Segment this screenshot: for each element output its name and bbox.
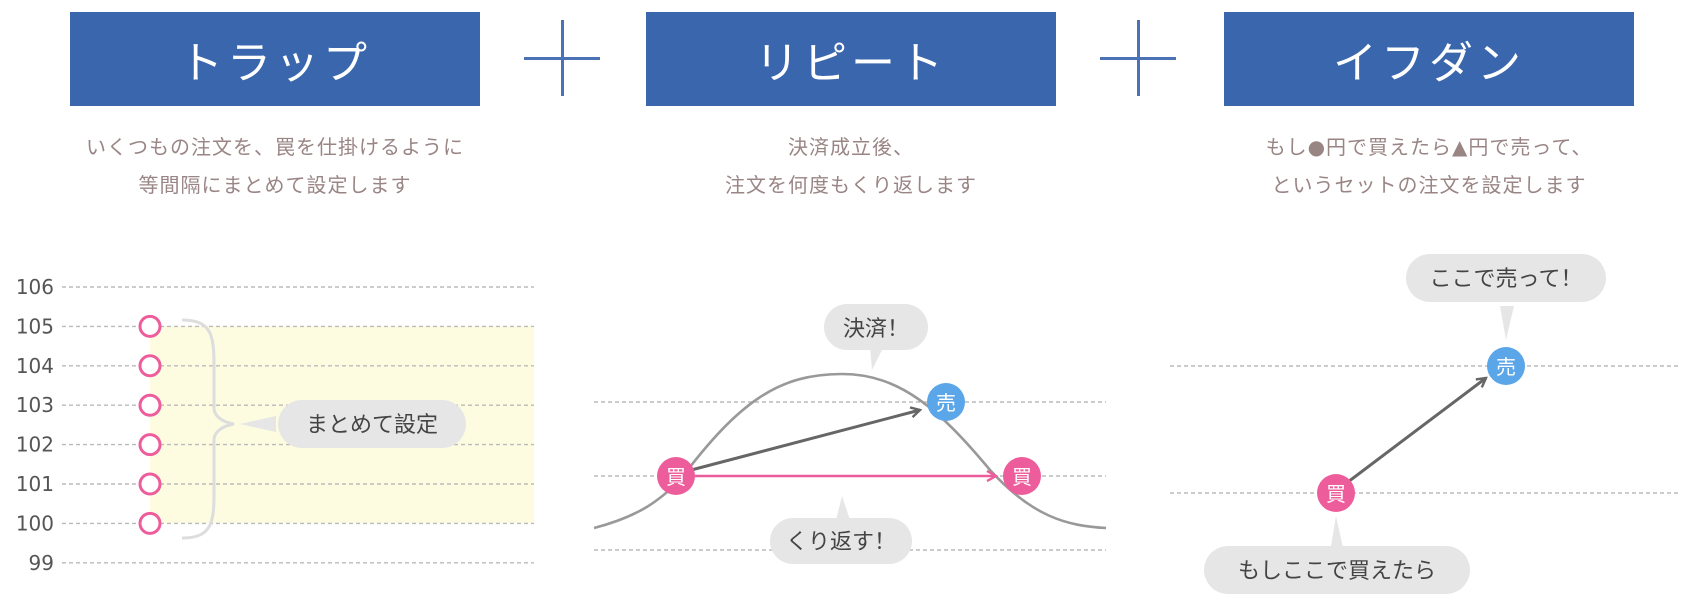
trap-order-marker [138,472,162,496]
repeat-desc-line-1: 決済成立後、 [788,135,914,159]
repeat-price-curve [593,372,1107,530]
panel-ifdone: イフダン もし●円で買えたら▲円で売って、 というセットの注文を設定します ここ… [1160,0,1694,610]
trap-desc-line-1: いくつもの注文を、罠を仕掛けるように [86,135,464,159]
trap-brace [181,318,235,540]
repeat-buy-marker-left: 買 [657,457,695,495]
trap-callout: まとめて設定 [240,400,466,448]
ifdone-sell-callout: ここで売って！ [1406,254,1606,340]
plus-icon [524,20,600,96]
repeat-repeat-text: くり返す！ [786,530,896,555]
plus-icon [1100,20,1176,96]
trap-desc-line-2: 等間隔にまとめて設定します [138,173,412,197]
repeat-desc-line-2: 注文を何度もくり返します [725,173,977,197]
trap-description: いくつもの注文を、罠を仕掛けるように 等間隔にまとめて設定します [40,128,510,204]
trap-order-marker [138,314,162,338]
repeat-description: 決済成立後、 注文を何度もくり返します [616,128,1086,204]
repeat-settle-callout: 決済！ [824,304,928,370]
ifdone-desc-line-2: というセットの注文を設定します [1271,173,1587,197]
trap-diagram: 106 105 104 103 102 101 100 99 まとめて設定 [16,275,534,575]
ifdone-title-banner: イフダン [1224,12,1634,106]
trap-title-banner: トラップ [70,12,480,106]
ifdone-sell-marker: 売 [1487,347,1525,385]
ifdone-desc-line-1: もし●円で買えたら▲円で売って、 [1265,135,1593,159]
repeat-settle-text: 決済！ [843,317,909,342]
trap-level-label: 104 [16,354,54,378]
repeat-dark-arrow [675,410,920,476]
repeat-sell-label: 売 [936,391,956,415]
trap-level-label: 100 [16,511,54,535]
ifdone-sell-callout-text: ここで売って！ [1430,267,1583,292]
panel-trap: トラップ いくつもの注文を、罠を仕掛けるように 等間隔にまとめて設定します 10… [0,0,560,610]
repeat-sell-marker: 売 [927,383,965,421]
trap-level-label: 103 [16,393,54,417]
trap-level-label: 101 [16,472,54,496]
ifdone-diagram: ここで売って！ もしここで買えたら 買 売 [1170,254,1680,594]
trap-order-marker [138,433,162,457]
repeat-buy-label-right: 買 [1012,465,1032,489]
trap-order-marker [138,511,162,535]
trap-level-label: 102 [16,433,54,457]
trap-level-label: 106 [16,275,54,299]
trap-level-label: 105 [16,314,54,338]
repeat-diagram: 決済！ くり返す！ 買 買 売 [593,304,1107,564]
ifdone-buy-marker: 買 [1317,474,1355,512]
repeat-title-banner: リピート [646,12,1056,106]
ifdone-buy-callout: もしここで買えたら [1204,516,1470,594]
ifdone-buy-callout-text: もしここで買えたら [1238,559,1436,584]
ifdone-sell-label: 売 [1496,355,1516,379]
trap-order-marker [138,354,162,378]
panel-repeat: リピート 決済成立後、 注文を何度もくり返します 決済！ くり返す！ [580,0,1120,610]
ifdone-buy-label: 買 [1326,482,1346,506]
repeat-repeat-callout: くり返す！ [770,496,912,564]
repeat-buy-marker-right: 買 [1003,457,1041,495]
trap-callout-text: まとめて設定 [306,413,438,438]
ifdone-description: もし●円で買えたら▲円で売って、 というセットの注文を設定します [1194,128,1664,204]
ifdone-dark-arrow [1335,378,1486,493]
repeat-buy-label-left: 買 [666,465,686,489]
trap-level-label: 99 [29,551,54,575]
trap-order-marker [138,393,162,417]
